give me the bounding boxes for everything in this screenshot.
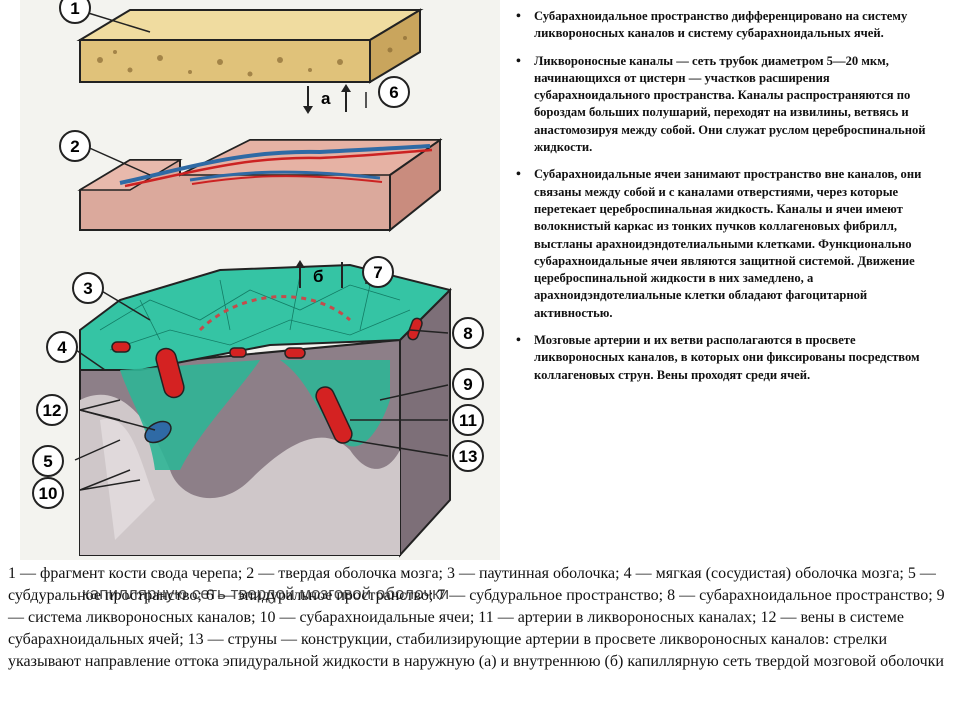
marker-3: 3 [83, 279, 92, 298]
marker-4: 4 [57, 338, 67, 357]
arrow-b-label: б [313, 267, 324, 286]
marker-7: 7 [373, 263, 382, 282]
arrow-a [303, 84, 351, 114]
brain-block [79, 263, 452, 558]
marker-13: 13 [459, 447, 478, 466]
arrow-b [295, 260, 343, 288]
marker-1: 1 [70, 0, 79, 18]
anatomy-figure: 1 2 3 4 5 6 7 8 9 10 11 12 13 а б [20, 0, 500, 560]
marker-10: 10 [39, 484, 58, 503]
marker-6: 6 [389, 83, 398, 102]
dura-block [77, 138, 443, 233]
notes-list: Субарахноидальное пространство дифференц… [512, 8, 932, 384]
marker-8: 8 [463, 324, 472, 343]
marker-2: 2 [70, 137, 79, 156]
note-item: Мозговые артерии и их ветви располагаютс… [512, 332, 932, 384]
notes-panel: Субарахноидальное пространство дифференц… [512, 8, 932, 394]
note-item: Субарахноидальные ячеи занимают простран… [512, 166, 932, 322]
note-item: Ликвороносные каналы — сеть трубок диаме… [512, 53, 932, 157]
arrow-a-label: а [321, 89, 331, 108]
meninges-illustration: 1 2 3 4 5 6 7 8 9 10 11 12 13 а б [32, 0, 484, 558]
marker-9: 9 [463, 375, 472, 394]
marker-5: 5 [43, 452, 52, 471]
figure-caption: 1 — фрагмент кости свода черепа; 2 — тве… [8, 565, 945, 670]
marker-11: 11 [459, 411, 477, 430]
marker-12: 12 [43, 401, 62, 420]
caption-overlay-text: капиллярную сеть твердой мозговой оболоч… [82, 584, 450, 603]
figure-markers: 1 2 3 4 5 6 7 8 9 10 11 12 13 [32, 0, 484, 509]
note-item: Субарахноидальное пространство дифференц… [512, 8, 932, 43]
bone-slab [76, 8, 424, 84]
leader-lines [74, 11, 449, 491]
